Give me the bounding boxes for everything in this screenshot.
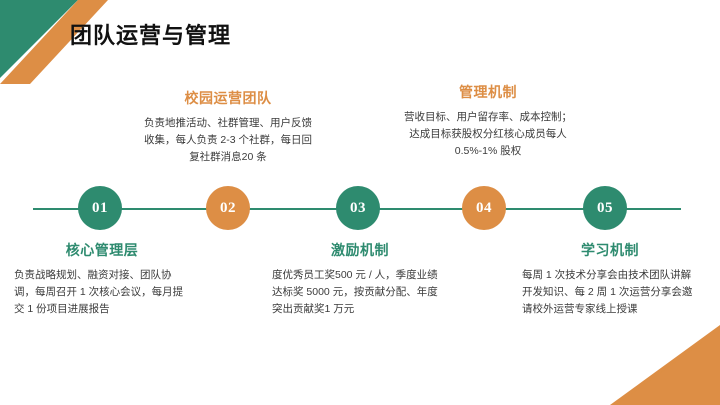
block-heading: 管理机制 bbox=[459, 84, 517, 100]
page-title: 团队运营与管理 bbox=[70, 23, 232, 48]
block-campus-operations-team: 校园运营团队 负责地推活动、社群管理、用户反馈收集，每人负责 2-3 个社群，每… bbox=[140, 88, 316, 166]
block-heading: 激励机制 bbox=[331, 242, 389, 258]
block-heading: 学习机制 bbox=[581, 242, 639, 258]
block-body: 负责战略规划、融资对接、团队协调，每周召开 1 次核心会议，每月提交 1 份项目… bbox=[14, 269, 184, 315]
block-body: 每周 1 次技术分享会由技术团队讲解开发知识、每 2 周 1 次运营分享会邀请校… bbox=[522, 269, 693, 315]
timeline-node-02[interactable]: 02 bbox=[206, 186, 250, 230]
bottom-right-orange-triangle-decoration bbox=[610, 325, 720, 405]
timeline-node-04[interactable]: 04 bbox=[462, 186, 506, 230]
block-heading: 核心管理层 bbox=[65, 242, 139, 258]
block-core-management: 核心管理层 负责战略规划、融资对接、团队协调，每周召开 1 次核心会议，每月提交… bbox=[14, 240, 190, 318]
block-heading: 校园运营团队 bbox=[184, 90, 272, 106]
block-body: 负责地推活动、社群管理、用户反馈收集，每人负责 2-3 个社群，每日回复社群消息… bbox=[143, 117, 312, 163]
block-learning-mechanism: 学习机制 每周 1 次技术分享会由技术团队讲解开发知识、每 2 周 1 次运营分… bbox=[522, 240, 698, 318]
block-management-mechanism: 管理机制 营收目标、用户留存率、成本控制；达成目标获股权分红核心成员每人 0.5… bbox=[400, 82, 576, 160]
block-body: 度优秀员工奖500 元 / 人，季度业绩达标奖 5000 元，按贡献分配、年度突… bbox=[272, 269, 438, 315]
timeline-node-01[interactable]: 01 bbox=[78, 186, 122, 230]
timeline-node-05[interactable]: 05 bbox=[583, 186, 627, 230]
timeline-node-03[interactable]: 03 bbox=[336, 186, 380, 230]
block-incentive-mechanism: 激励机制 度优秀员工奖500 元 / 人，季度业绩达标奖 5000 元，按贡献分… bbox=[272, 240, 448, 318]
block-body: 营收目标、用户留存率、成本控制；达成目标获股权分红核心成员每人 0.5%-1% … bbox=[404, 111, 572, 157]
